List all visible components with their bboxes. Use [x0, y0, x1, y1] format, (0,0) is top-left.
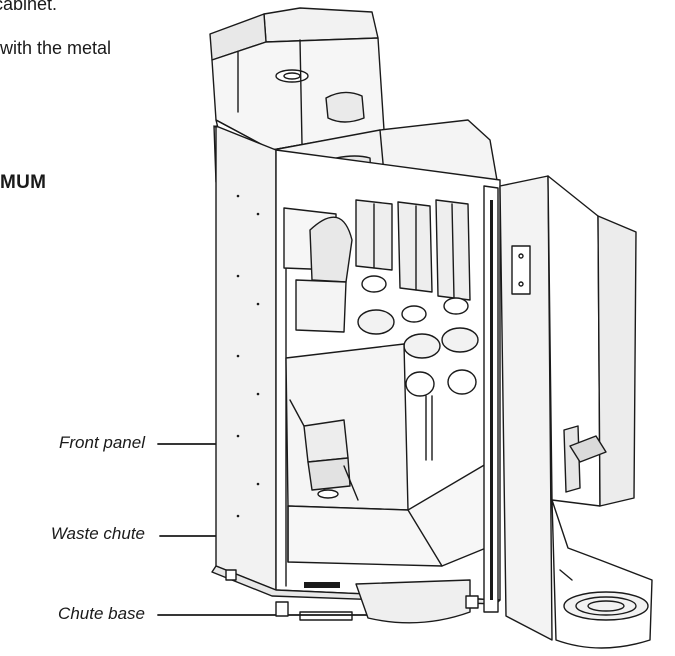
coin-mechanism: [289, 399, 359, 501]
callout-label-waste-chute: Waste chute: [50, 524, 145, 543]
body-text-fragment-2: with the metal: [0, 38, 112, 58]
door-hinge-strip: [483, 185, 499, 613]
cabinet-feet: [225, 569, 479, 617]
body-text-fragment-1: cabinet.: [0, 0, 58, 14]
left-column: [283, 207, 353, 333]
chute-base: [299, 579, 471, 624]
heading-fragment: MUM: [0, 172, 47, 193]
open-door: [499, 175, 653, 649]
mixing-bowls: [357, 275, 479, 461]
callout-label-chute-base: Chute base: [58, 604, 145, 623]
top-hopper: [209, 7, 387, 159]
ingredient-canisters: [355, 199, 471, 301]
callout-label-front-panel: Front panel: [59, 433, 145, 452]
